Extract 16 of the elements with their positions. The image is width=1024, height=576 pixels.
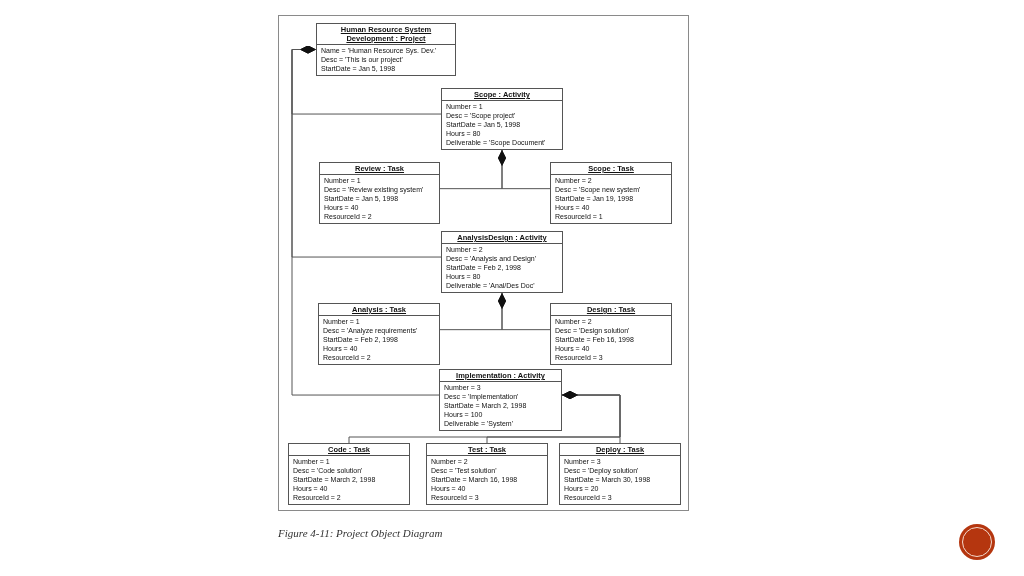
object-box	[559, 443, 681, 505]
object-box	[441, 88, 563, 150]
object-box	[288, 443, 410, 505]
object-box	[319, 162, 440, 224]
object-box	[426, 443, 548, 505]
object-box	[550, 303, 672, 365]
composition-connector	[291, 45, 440, 396]
object-box	[316, 23, 456, 76]
composition-connector	[561, 391, 621, 444]
composition-connector	[498, 149, 551, 190]
object-box	[441, 231, 563, 293]
object-box	[550, 162, 672, 224]
object-box	[318, 303, 440, 365]
figure-caption: Figure 4-11: Project Object Diagram	[278, 527, 443, 539]
object-box	[439, 369, 562, 431]
composition-connector	[498, 292, 551, 331]
